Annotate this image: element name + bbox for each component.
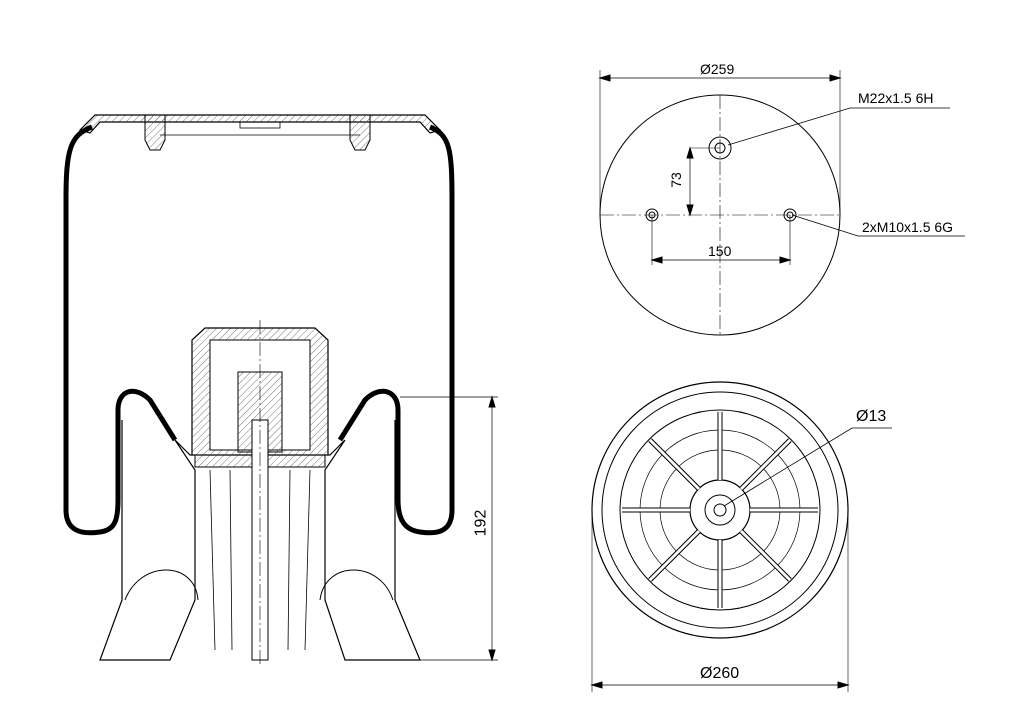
center-hole — [713, 503, 727, 517]
top-plate-view — [598, 70, 965, 336]
height-dimension-label: 192 — [472, 509, 490, 537]
outer-diameter-bottom-label: Ø260 — [700, 665, 740, 682]
top-plate — [78, 114, 442, 134]
bolt-thread-label: 2xM10x1.5 6G — [862, 219, 954, 235]
offset-dimension-label: 73 — [667, 172, 684, 188]
bottom-piston-view — [590, 381, 892, 692]
side-section-view — [63, 114, 498, 665]
stud-right — [349, 115, 371, 151]
stud-left — [144, 115, 166, 151]
center-thread-label: M22x1.5 6H — [858, 90, 934, 106]
bolt-spacing-label: 150 — [708, 243, 732, 259]
bellows — [63, 124, 455, 536]
outer-diameter-top-label: Ø259 — [700, 61, 735, 77]
center-hole-diameter-label: Ø13 — [856, 408, 887, 425]
